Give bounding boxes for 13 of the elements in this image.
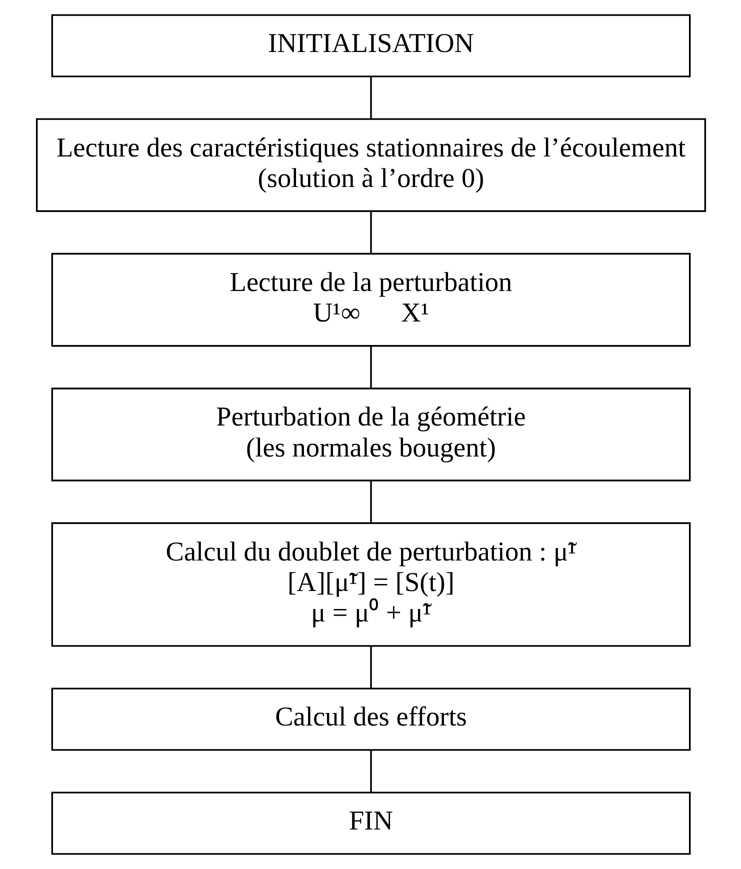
node-box: Lecture des caractéristiques stationnaires de l’écoulement (solution à l’ordre 0) [35, 118, 706, 212]
node-box: Calcul du doublet de perturbation : μ̃¹ [A][μ̃¹] = [S(t)] μ = μ⁰ + μ̃¹ [50, 522, 690, 647]
connector [370, 646, 372, 688]
node-box: Calcul des efforts [50, 688, 690, 751]
connector [370, 211, 372, 254]
node-box: Lecture de la perturbation U¹∞ X¹ [50, 252, 690, 347]
node-box: Perturbation de la géométrie (les normales bougent) [50, 388, 690, 482]
node-box: INITIALISATION [50, 14, 690, 78]
node-box: FIN [50, 792, 690, 855]
connector [370, 346, 372, 388]
connector [370, 76, 372, 119]
connector [370, 750, 372, 792]
connector [370, 481, 372, 523]
